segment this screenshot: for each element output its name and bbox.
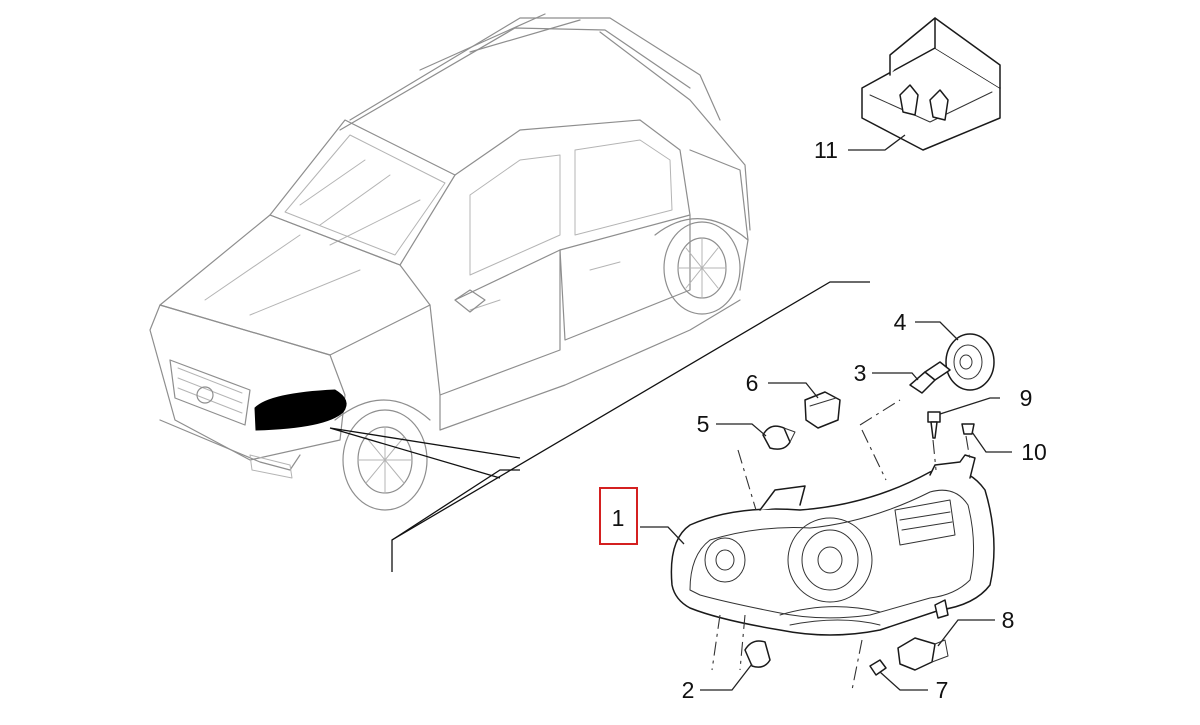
callout-8[interactable]: 8 [1002, 607, 1015, 633]
screw-9-icon [927, 411, 941, 439]
screw-10-icon [961, 423, 975, 435]
bulb-box-icon [861, 17, 1001, 151]
callout-2[interactable]: 2 [682, 677, 695, 703]
bulb-socket-6-icon [804, 391, 841, 429]
leader-lines [640, 134, 1012, 691]
callout-9[interactable]: 9 [1020, 385, 1033, 411]
detail-projection-lines [329, 281, 870, 572]
callout-labels: 1 2 3 4 5 6 7 8 9 10 11 [612, 137, 1047, 703]
bulb-5-icon [762, 425, 796, 450]
headlamp-assembly-icon [670, 454, 995, 636]
car-outline-icon [149, 13, 751, 511]
callout-6[interactable]: 6 [746, 370, 759, 396]
dust-cap-icon [945, 333, 995, 391]
callout-11[interactable]: 11 [814, 137, 838, 163]
bulb-3-icon [909, 361, 951, 394]
callout-7[interactable]: 7 [936, 677, 949, 703]
callout-1[interactable]: 1 [612, 505, 625, 531]
callout-1-highlight-box [599, 487, 638, 545]
bulb-7-icon [869, 659, 887, 676]
callout-10[interactable]: 10 [1021, 439, 1047, 465]
assembly-dash-lines [711, 399, 971, 691]
bulb-2-icon [744, 640, 771, 668]
front-wheel [334, 399, 431, 511]
callout-4[interactable]: 4 [894, 309, 907, 335]
rear-wheel [654, 218, 749, 315]
callout-3[interactable]: 3 [854, 360, 867, 386]
callout-5[interactable]: 5 [697, 411, 710, 437]
bulb-socket-8-icon [897, 637, 949, 671]
car-headlamp-highlight [254, 389, 347, 431]
